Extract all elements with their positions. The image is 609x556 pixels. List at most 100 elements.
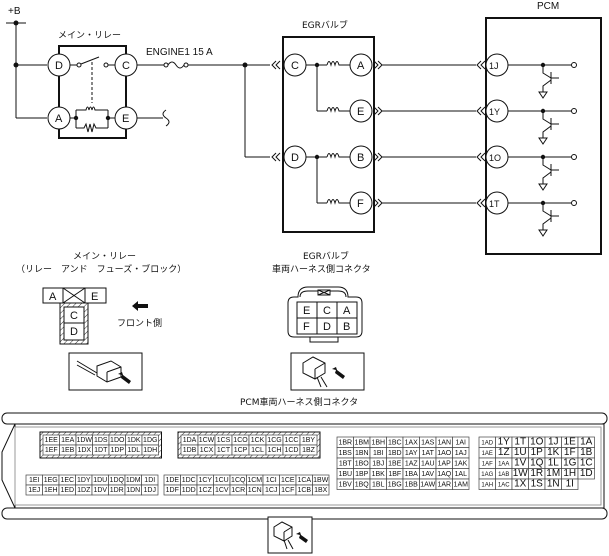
coil-icon	[326, 107, 350, 113]
pin-label: 1AS	[421, 440, 435, 447]
pin-label: 1H	[563, 468, 576, 479]
pin-label: 1BS	[339, 450, 353, 457]
pin-label: 1CQ	[231, 477, 246, 484]
pin-label: 1R	[530, 468, 543, 479]
transistor-icon	[542, 111, 559, 138]
pin-label: 1DR	[110, 487, 124, 494]
pin-label: 1BG	[388, 482, 402, 489]
connector-chevron-icon	[476, 198, 486, 208]
pin-label: 1AC	[498, 483, 510, 489]
pin-label: 1E	[564, 437, 577, 448]
pin-cell	[452, 478, 470, 490]
pin-label: 1DN	[126, 487, 140, 494]
pin-label: 1U	[514, 447, 527, 458]
pin-label: 1A	[580, 437, 593, 448]
pin-label: 1EF	[45, 447, 58, 454]
pin-label: 1DO	[110, 437, 125, 444]
pin-label: 1BR	[338, 440, 352, 447]
pin-label: 1DM	[126, 477, 141, 484]
connector-chevron-icon	[373, 198, 383, 208]
pin-label: 1AK	[454, 461, 468, 468]
pin-label: 1DA	[183, 437, 197, 444]
pin-label: 1CT	[217, 447, 231, 454]
pin-label: 1EA	[61, 437, 75, 444]
pin-label: 1AT	[422, 450, 435, 457]
pin-label: 1CN	[248, 487, 262, 494]
pin-label: 1BI	[373, 450, 384, 457]
pin-cell	[141, 484, 159, 496]
relay-conn-pin-a: A	[49, 291, 57, 303]
pin-label: 1DI	[144, 477, 155, 484]
pin-label: 1BK	[372, 471, 386, 478]
coil-icon	[326, 199, 350, 205]
pcm-pin-1y: 1Y	[489, 107, 500, 117]
pin-label: 1AX	[405, 440, 419, 447]
front-arrow-icon	[132, 301, 148, 311]
pin-label: 1DD	[182, 487, 196, 494]
fuse-label: ENGINE1 15 A	[146, 47, 213, 58]
main-relay: メイン・リレー D C A E	[47, 31, 170, 139]
pin-label: 1N	[547, 479, 560, 490]
pin-label: 1AJ	[455, 450, 467, 457]
pin-label: 1CI	[266, 477, 277, 484]
pin-label: 1BW	[313, 477, 329, 484]
ground-icon	[538, 137, 548, 145]
pin-label: 1Q	[530, 458, 544, 469]
pin-label: 1AA	[498, 462, 509, 468]
pin-label: 1BM	[355, 440, 370, 447]
connector-chevron-icon	[476, 60, 486, 70]
pcm-pin-1t: 1T	[489, 199, 500, 209]
pin-label: 1B	[580, 447, 593, 458]
connector-chevron-icon	[476, 152, 486, 162]
pin-label: 1DU	[93, 477, 107, 484]
egr-pin-d: D	[291, 152, 299, 164]
pin-label: 1BN	[355, 450, 369, 457]
egr-connector-subtitle: 車両ハーネス側コネクタ	[272, 263, 371, 275]
pin-label: 1V	[514, 458, 527, 469]
pin-label: 1CJ	[265, 487, 277, 494]
transistor-icon	[542, 203, 559, 230]
pin-label: 1K	[547, 447, 560, 458]
pin-label: 1CF	[281, 487, 294, 494]
egr-pin-f: F	[357, 198, 364, 210]
pin-label: 1CZ	[199, 487, 213, 494]
pin-label: 1CL	[251, 447, 264, 454]
pin-label: 1DS	[94, 437, 108, 444]
pin-label: 1I	[566, 479, 574, 490]
egr-valve: EGRバルブ C D A E B F	[271, 19, 375, 233]
terminal-icon	[571, 62, 577, 68]
pin-label: 1C	[580, 458, 593, 469]
pin-label: 1BC	[388, 440, 402, 447]
pin-label: 1CU	[215, 477, 229, 484]
pin-cell	[299, 444, 318, 456]
pin-label: 1CH	[267, 447, 281, 454]
pin-label: 1CX	[200, 447, 214, 454]
terminal-icon	[571, 200, 577, 206]
terminal-icon	[571, 154, 577, 160]
egr-conn-pin-f: F	[303, 321, 310, 333]
pin-cell	[312, 484, 330, 496]
pin-label: 1DX	[77, 447, 91, 454]
pin-label: 1AQ	[437, 471, 452, 478]
pin-label: 1G	[563, 458, 577, 469]
pin-label: 1BB	[405, 482, 419, 489]
pin-label: 1S	[531, 479, 544, 490]
pin-label: 1BT	[339, 461, 353, 468]
pin-label: 1DC	[182, 477, 196, 484]
pin-label: 1BQ	[355, 482, 370, 489]
egr-connector-title: EGRバルブ	[303, 250, 349, 262]
pin-label: 1AN	[437, 440, 451, 447]
pin-label: 1DG	[143, 437, 157, 444]
pin-label: 1AI	[455, 440, 466, 447]
pin-label: 1CM	[247, 477, 262, 484]
pin-label: 1CW	[199, 437, 215, 444]
pin-label: 1BY	[302, 437, 316, 444]
ground-icon	[538, 91, 548, 99]
pin-label: 1CR	[231, 487, 245, 494]
pin-label: 1BH	[371, 440, 385, 447]
pin-label: 1CB	[297, 487, 311, 494]
pin-label: 1AL	[455, 471, 468, 478]
